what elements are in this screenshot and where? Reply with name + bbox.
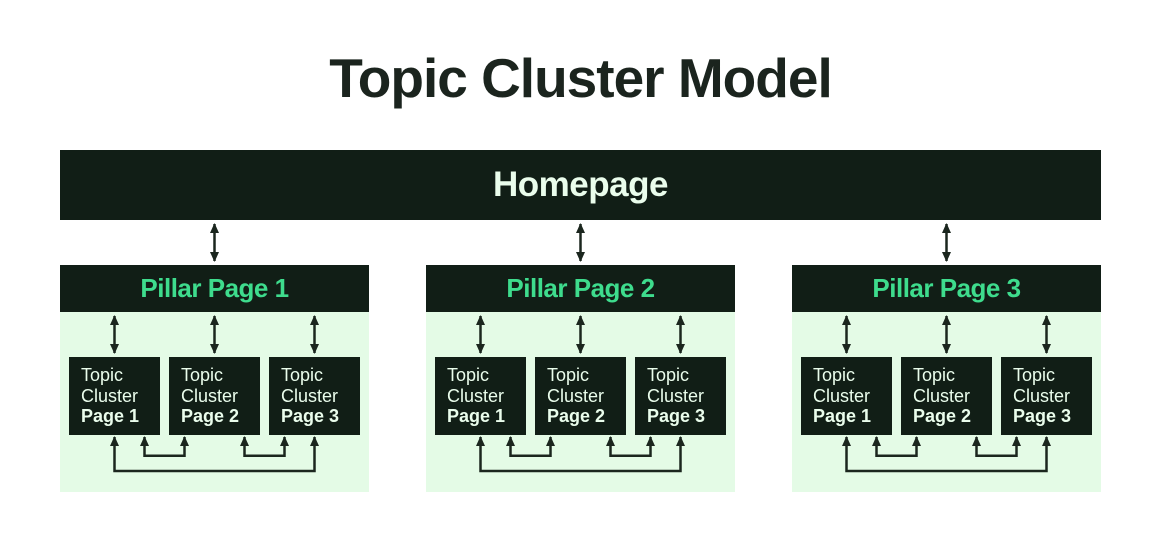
pillar3-topic-cluster-page-2: Topic Cluster Page 2 (901, 357, 992, 435)
cluster-page: Page 1 (813, 406, 872, 426)
pillar-section-1: Pillar Page 1 Topic Cluster Page 1 Topic… (60, 265, 369, 492)
cluster-name: Topic Cluster (647, 365, 705, 406)
cluster-name: Topic Cluster (281, 365, 339, 406)
cluster-name: Topic Cluster (181, 365, 239, 406)
cluster-name: Topic Cluster (813, 365, 871, 406)
cluster-page: Page 1 (447, 406, 506, 426)
page-title: Topic Cluster Model (329, 47, 833, 109)
cluster-name: Topic Cluster (447, 365, 505, 406)
cluster-page: Page 3 (281, 406, 340, 426)
pillar3-topic-cluster-page-3: Topic Cluster Page 3 (1001, 357, 1092, 435)
pillar-page-3-label: Pillar Page 3 (872, 273, 1021, 303)
cluster-name: Topic Cluster (1013, 365, 1071, 406)
pillar1-topic-cluster-page-2: Topic Cluster Page 2 (169, 357, 260, 435)
pillar-section-2: Pillar Page 2 Topic Cluster Page 1 Topic… (426, 265, 735, 492)
cluster-page: Page 2 (913, 406, 972, 426)
cluster-name: Topic Cluster (547, 365, 605, 406)
pillar-section-3: Pillar Page 3 Topic Cluster Page 1 Topic… (792, 265, 1101, 492)
pillar-page-2-header: Pillar Page 2 (426, 265, 735, 312)
cluster-page: Page 1 (81, 406, 140, 426)
pillar2-topic-cluster-page-2: Topic Cluster Page 2 (535, 357, 626, 435)
homepage-label: Homepage (493, 165, 668, 204)
pillar-page-2-label: Pillar Page 2 (506, 273, 655, 303)
cluster-name: Topic Cluster (81, 365, 139, 406)
pillar-page-1-label: Pillar Page 1 (140, 273, 289, 303)
cluster-page: Page 3 (1013, 406, 1072, 426)
pillar2-topic-cluster-page-3: Topic Cluster Page 3 (635, 357, 726, 435)
cluster-name: Topic Cluster (913, 365, 971, 406)
pillar-page-3-header: Pillar Page 3 (792, 265, 1101, 312)
homepage-bar: Homepage (60, 150, 1101, 220)
cluster-page: Page 2 (547, 406, 606, 426)
pillar3-topic-cluster-page-1: Topic Cluster Page 1 (801, 357, 892, 435)
pillar1-topic-cluster-page-3: Topic Cluster Page 3 (269, 357, 360, 435)
cluster-page: Page 3 (647, 406, 706, 426)
cluster-page: Page 2 (181, 406, 240, 426)
pillar-page-1-header: Pillar Page 1 (60, 265, 369, 312)
pillar1-topic-cluster-page-1: Topic Cluster Page 1 (69, 357, 160, 435)
pillar2-topic-cluster-page-1: Topic Cluster Page 1 (435, 357, 526, 435)
